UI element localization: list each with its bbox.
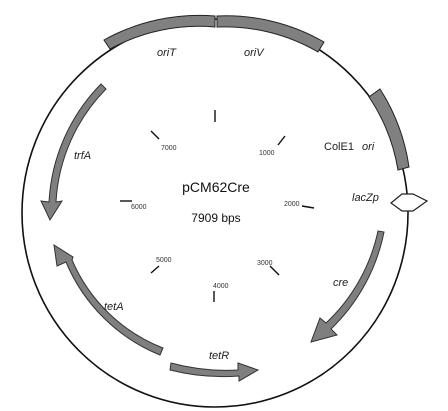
oriV-label: oriV xyxy=(244,47,265,59)
tetR-gene-arrow xyxy=(169,362,260,382)
tick-mark-3000 xyxy=(269,265,280,276)
tick-mark-2000 xyxy=(301,205,315,209)
ori-block-left xyxy=(103,14,216,50)
cre-gene-arrow xyxy=(310,230,385,343)
lacZp-label: lacZp xyxy=(352,192,379,204)
tick-label-5000: 5000 xyxy=(156,257,172,264)
cole1-label: ColE1 xyxy=(324,141,354,153)
trfA-gene-arrow xyxy=(40,83,107,222)
cole1-ori-block xyxy=(368,88,410,171)
tick-mark-1000 xyxy=(277,135,286,146)
cre-label: cre xyxy=(333,277,348,289)
tick-label-1000: 1000 xyxy=(259,150,275,157)
tick-label-2000: 2000 xyxy=(284,201,300,208)
tick-label-4000: 4000 xyxy=(213,283,229,290)
trfA-label: trfA xyxy=(74,150,91,162)
ori-block-right xyxy=(216,15,325,53)
cole1-ori-suffix: ori xyxy=(362,141,375,153)
tetA-gene-arrow xyxy=(53,243,164,356)
tetR-label: tetR xyxy=(209,350,229,362)
tick-mark-5000 xyxy=(150,265,160,274)
tick-label-6000: 6000 xyxy=(131,204,147,211)
tick-label-3000: 3000 xyxy=(257,260,273,267)
oriT-label: oriT xyxy=(157,47,177,59)
tick-mark-7000 xyxy=(150,130,160,140)
tick-label-7000: 7000 xyxy=(161,145,177,152)
plasmid-size: 7909 bps xyxy=(191,211,240,225)
tetA-label: tetA xyxy=(104,301,124,313)
cole1-ori-label: ColE1 ori xyxy=(324,137,375,154)
lacZp-promoter-arrow xyxy=(390,193,429,212)
plasmid-name: pCM62Cre xyxy=(182,179,250,195)
